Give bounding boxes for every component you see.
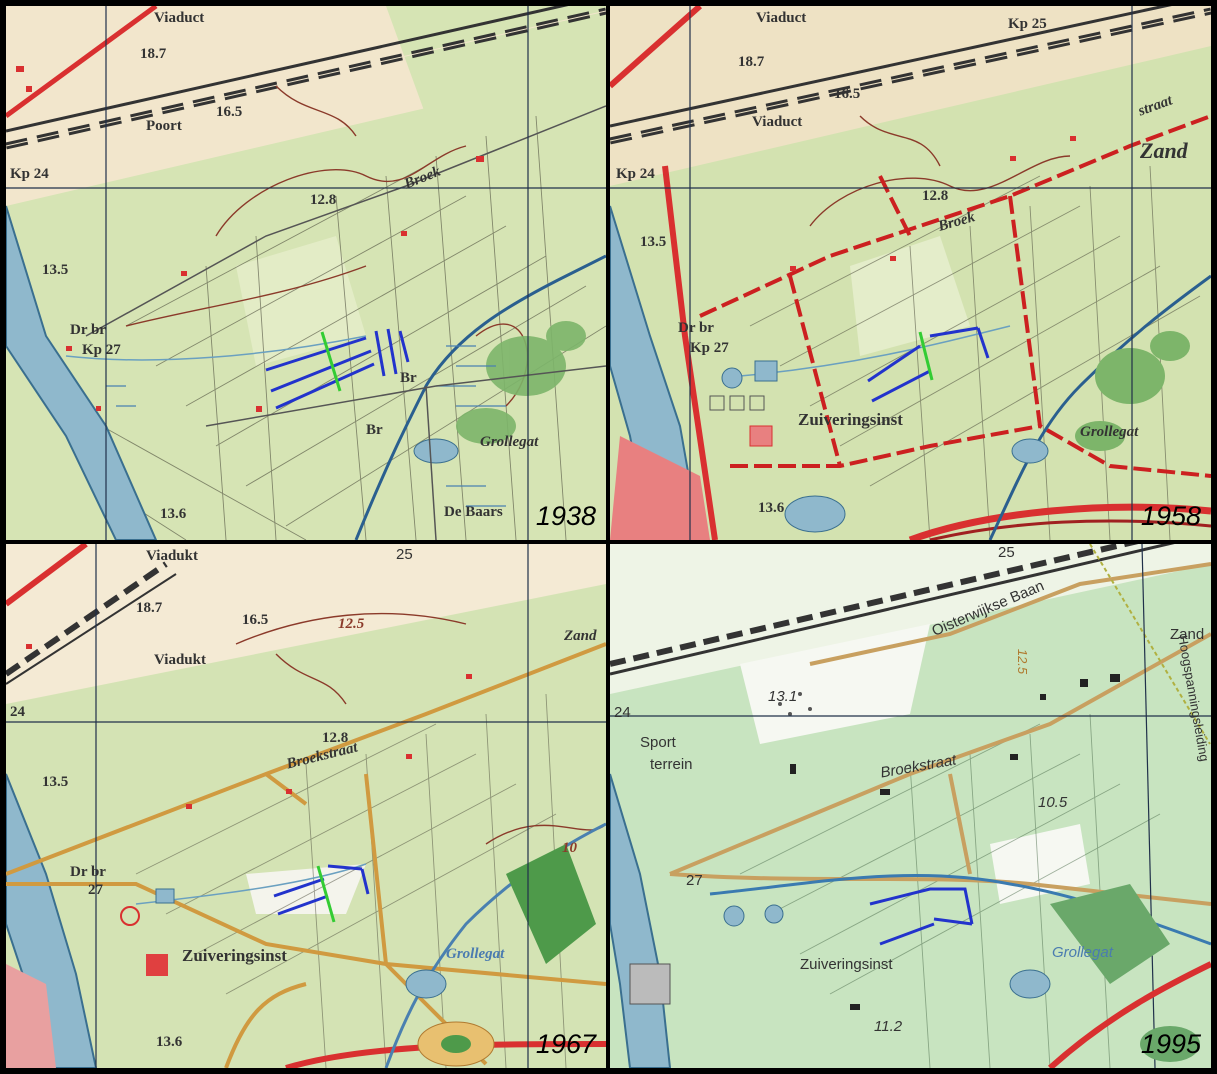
- label-kilometre-post: 24: [614, 704, 631, 721]
- label-elevation: 18.7: [136, 600, 163, 616]
- label-kilometre-post: Kp 24: [10, 166, 49, 182]
- label-viaduct: Viaduct: [756, 10, 807, 26]
- label-grollegat: Grollegat: [1080, 424, 1139, 440]
- label-grollegat: Grollegat: [480, 434, 539, 450]
- label-poort: Poort: [146, 118, 182, 134]
- label-zuiveringsinst: Zuiveringsinst: [800, 956, 893, 973]
- label-elevation: 13.6: [758, 500, 785, 516]
- label-elevation: 16.5: [216, 104, 243, 120]
- label-kilometre-post: 24: [10, 704, 25, 720]
- year-label: 1938: [535, 501, 596, 531]
- label-elevation: 13.5: [42, 262, 69, 278]
- label-elevation: 13.5: [42, 774, 69, 790]
- label-elevation: 16.5: [834, 86, 861, 102]
- label-grollegat: Grollegat: [446, 946, 505, 962]
- label-kilometre-post: 27: [686, 872, 703, 889]
- label-elevation: 12.8: [922, 188, 949, 204]
- map-1967-graphic: [6, 544, 606, 1068]
- map-panel-1958: Viaduct Kp 25 18.7 16.5 Viaduct Kp 24 st…: [610, 6, 1211, 540]
- label-viadukt: Viadukt: [146, 548, 198, 564]
- label-terrein: terrein: [650, 756, 693, 773]
- label-kilometre-post: Kp 24: [616, 166, 655, 182]
- map-1958-graphic: [610, 6, 1211, 540]
- label-viaduct: Viaduct: [752, 114, 803, 130]
- map-panel-1967: Viadukt 25 18.7 16.5 12.5 Viadukt Zand 2…: [6, 544, 606, 1068]
- label-sport: Sport: [640, 734, 676, 751]
- label-zuiveringsinst: Zuiveringsinst: [182, 946, 287, 965]
- year-label: 1995: [1140, 1029, 1201, 1059]
- label-drawbridge: Dr br: [70, 322, 106, 338]
- label-drawbridge: Dr br: [70, 864, 106, 880]
- label-elevation: 11.2: [874, 1018, 903, 1035]
- label-kilometre-post: Kp 27: [82, 342, 121, 358]
- label-elevation: 13.5: [640, 234, 667, 250]
- label-elevation: 10.5: [1038, 794, 1068, 811]
- label-elevation: 12.8: [310, 192, 337, 208]
- label-bridge: Br: [366, 422, 383, 438]
- label-zand: Zand: [1170, 626, 1205, 643]
- label-elevation: 18.7: [738, 54, 765, 70]
- label-contour: 12.5: [338, 616, 365, 632]
- label-bridge: Br: [400, 370, 417, 386]
- label-contour: 12.5: [1015, 648, 1031, 675]
- label-zuiveringsinst: Zuiveringsinst: [798, 410, 903, 429]
- label-viaduct: Viaduct: [154, 10, 205, 26]
- map-panel-1938: Viaduct 18.7 16.5 Poort Kp 24 12.8 Broek…: [6, 6, 606, 540]
- map-1995-graphic: [610, 544, 1211, 1068]
- label-elevation: 16.5: [242, 612, 269, 628]
- label-grollegat: Grollegat: [1052, 944, 1113, 961]
- label-de-baars: De Baars: [444, 504, 503, 520]
- label-contour: 10: [562, 840, 577, 856]
- label-elevation: 18.7: [140, 46, 167, 62]
- label-kilometre-post: 25: [396, 546, 413, 563]
- label-elevation: 13.6: [156, 1034, 183, 1050]
- label-elevation: 13.6: [160, 506, 187, 522]
- label-viadukt: Viadukt: [154, 652, 206, 668]
- label-kilometre-post: Kp 27: [690, 340, 729, 356]
- year-label: 1967: [535, 1029, 596, 1059]
- map-1938-graphic: [6, 6, 606, 540]
- label-elevation: 13.1: [768, 688, 798, 705]
- label-kilometre-post: 25: [998, 544, 1015, 561]
- map-panel-1995: 25 Oisterwijkse Baan Zand Hoogspanningsl…: [610, 544, 1211, 1068]
- label-zand: Zand: [1140, 138, 1188, 163]
- label-drawbridge: Dr br: [678, 320, 714, 336]
- label-elevation: 12.8: [322, 730, 349, 746]
- year-label: 1958: [1140, 501, 1201, 531]
- label-kilometre-post: Kp 25: [1008, 16, 1047, 32]
- label-zand: Zand: [564, 628, 597, 644]
- label-kilometre-post: 27: [88, 882, 103, 898]
